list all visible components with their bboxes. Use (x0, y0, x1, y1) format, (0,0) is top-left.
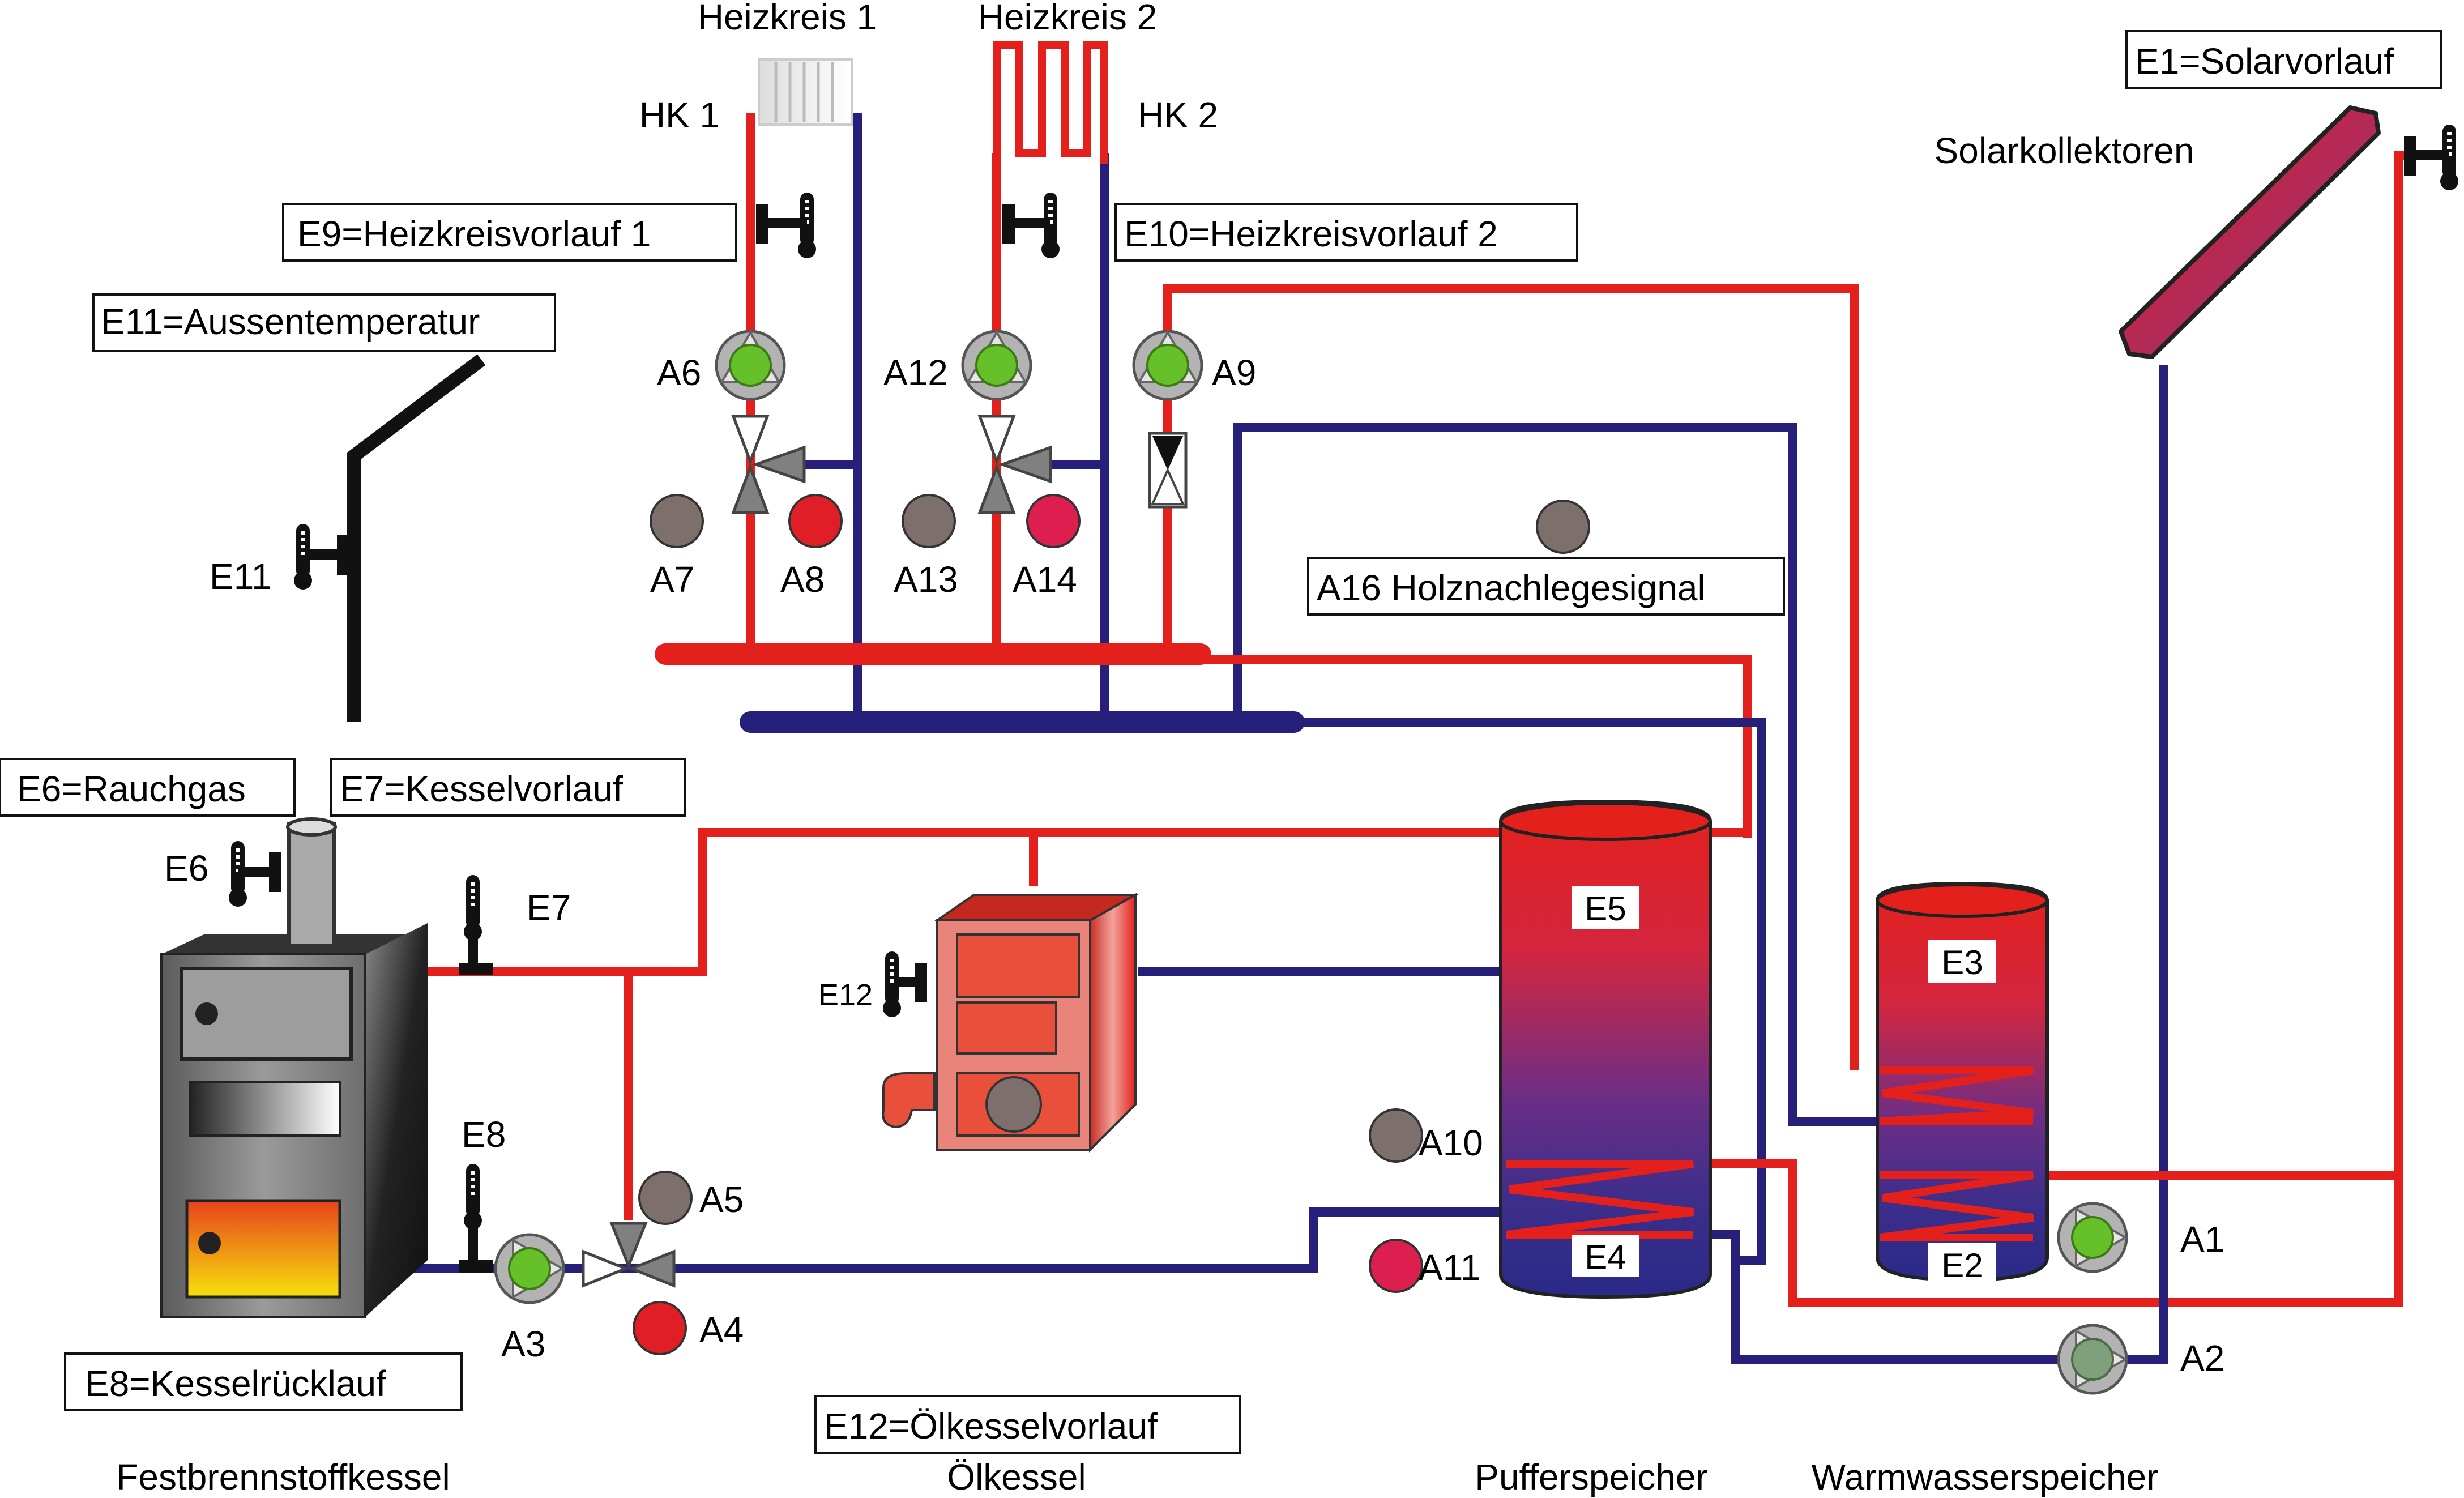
captions: Festbrennstoffkessel Ölkessel Pufferspei… (116, 1457, 2158, 1497)
label-a5: A5 (699, 1179, 744, 1220)
tank-sensor-labels: E5 E4 E3 E2 (1572, 886, 1996, 1286)
signal-a8-icon (788, 494, 843, 548)
pump-a12-icon (963, 331, 1031, 399)
pipe-buffer-coil-supply (1710, 151, 2446, 1307)
label-e6: E6 (164, 848, 208, 889)
label-a3: A3 (501, 1324, 545, 1364)
label-a4: A4 (699, 1309, 744, 1350)
label-e7: E7 (527, 887, 571, 928)
label-a7: A7 (650, 559, 694, 600)
label-a6: A6 (657, 352, 701, 393)
component-labels: A6 A12 A9 A7 A8 A13 A14 E11 E6 E7 E8 E12… (164, 352, 2224, 1378)
pump-a2-icon (2059, 1325, 2126, 1393)
label-a12: A12 (883, 352, 948, 393)
label-e5: E5 (1585, 890, 1626, 928)
label-e8-kesselruecklauf: E8=Kesselrücklauf (85, 1363, 386, 1404)
caption-warmwasserspeicher: Warmwasserspeicher (1812, 1457, 2159, 1497)
signal-a7-icon (650, 494, 704, 548)
caption-festbrennstoffkessel: Festbrennstoffkessel (116, 1457, 450, 1497)
label-e12: E12 (818, 978, 873, 1012)
heading-texts: Heizkreis 1 Heizkreis 2 HK 1 HK 2 Solark… (639, 0, 2194, 171)
label-a13: A13 (894, 559, 958, 600)
heading-hk1: HK 1 (639, 95, 720, 135)
sensor-e10-thermometer-icon (1002, 193, 1060, 258)
mixing-valve-hk1-icon (731, 415, 806, 514)
pump-a1-icon (2059, 1203, 2126, 1271)
signal-a4-icon (633, 1301, 687, 1355)
label-e11-aussentemperatur: E11=Aussentemperatur (101, 301, 480, 342)
pump-a6-icon (716, 331, 784, 399)
label-e12-oelkesselvorlauf: E12=Ölkesselvorlauf (824, 1406, 1158, 1446)
warm-water-tank (1876, 881, 2049, 1282)
caption-pufferspeicher: Pufferspeicher (1475, 1457, 1708, 1497)
sensor-e11-thermometer-icon (294, 524, 349, 590)
pipe-buffer-coil-return (1710, 1230, 2061, 1364)
signal-a14-icon (1026, 494, 1081, 548)
pipe-header-to-buffer-hot (1195, 655, 1752, 838)
label-a16-holznachlegesignal: A16 Holznachlegesignal (1317, 567, 1706, 608)
buffer-tank (1499, 799, 1712, 1299)
label-e11: E11 (210, 556, 271, 597)
caption-oelkessel: Ölkessel (947, 1457, 1086, 1497)
sensor-e7-thermometer-icon (459, 875, 493, 975)
label-e7-kesselvorlauf: E7=Kesselvorlauf (340, 769, 623, 809)
heading-hk2: HK 2 (1138, 95, 1218, 135)
label-a8: A8 (780, 559, 825, 600)
sensor-e12-thermometer-icon (883, 951, 927, 1017)
buffer-heating-coil (1506, 1160, 1694, 1239)
heading-heizkreis2: Heizkreis 2 (978, 0, 1158, 37)
pump-a3-icon (496, 1235, 563, 1303)
sensor-e1-thermometer-icon (2404, 125, 2458, 190)
pipe-boiler-supply (428, 828, 1747, 976)
label-a11: A11 (1419, 1247, 1480, 1288)
mixing-valve-hk2-icon (977, 415, 1052, 514)
label-a1: A1 (2180, 1219, 2224, 1260)
floor-heating-coil-hk2 (993, 41, 1108, 164)
mixing-valve-boiler-icon (582, 1222, 676, 1288)
label-a2: A2 (2180, 1338, 2224, 1378)
radiator-hk1 (758, 58, 853, 126)
label-e8: E8 (462, 1114, 506, 1155)
label-a9: A9 (1212, 352, 1256, 393)
pipe-boiler-return (385, 1207, 1501, 1273)
sensor-e8-thermometer-icon (459, 1164, 493, 1273)
label-a14: A14 (1013, 559, 1077, 600)
signal-a10-icon (1369, 1108, 1423, 1163)
signal-a13-icon (902, 494, 956, 548)
pump-a9-icon (1134, 331, 1202, 399)
check-valve-a9-icon (1148, 432, 1188, 509)
label-a10: A10 (1419, 1123, 1483, 1163)
pipe-a9-return (1233, 423, 1891, 1126)
signal-a11-icon (1369, 1239, 1423, 1293)
signal-a16-icon (1536, 500, 1590, 554)
dhw-lower-coil (1880, 1171, 2034, 1241)
dhw-upper-coil (1880, 1066, 2034, 1125)
label-e10-heizkreisvorlauf2: E10=Heizkreisvorlauf 2 (1124, 214, 1498, 254)
heading-solarkollektoren: Solarkollektoren (1935, 130, 2194, 171)
solid-fuel-boiler (160, 817, 428, 1318)
manifolds (655, 643, 1305, 733)
label-e9-heizkreisvorlauf1: E9=Heizkreisvorlauf 1 (297, 214, 651, 254)
pipe-outdoor-sensor-line (347, 354, 486, 722)
label-e1-solarvorlauf: E1=Solarvorlauf (2135, 41, 2394, 82)
sensor-e9-thermometer-icon (756, 193, 816, 258)
boxed-labels: E1=Solarvorlauf E9=Heizkreisvorlauf 1 E1… (0, 30, 2442, 1454)
heading-heizkreis1: Heizkreis 1 (698, 0, 877, 37)
pipe-header-to-buffer-cold (1297, 718, 1766, 1265)
label-e6-rauchgas: E6=Rauchgas (17, 769, 246, 809)
label-e3: E3 (1941, 944, 1983, 981)
solar-collector (2119, 105, 2381, 359)
sensor-e6-thermometer-icon (229, 841, 281, 907)
label-e4: E4 (1585, 1238, 1626, 1276)
oil-boiler (882, 893, 1140, 1153)
label-e2: E2 (1941, 1247, 1983, 1284)
signal-a5-icon (638, 1171, 693, 1225)
